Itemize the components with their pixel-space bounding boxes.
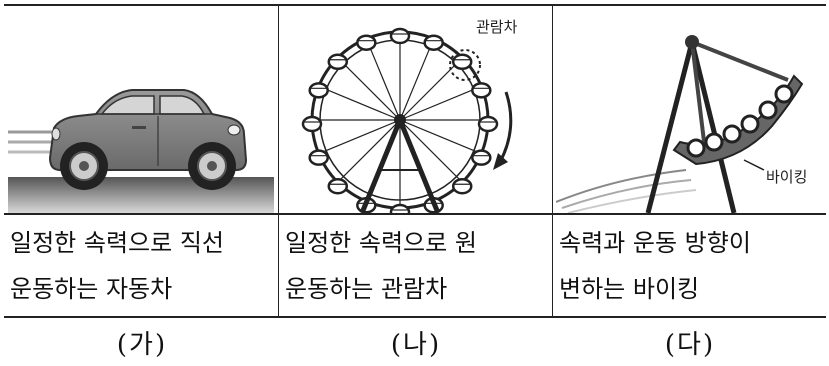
gondola xyxy=(389,203,411,213)
wheel-spoke xyxy=(399,57,463,121)
gondola xyxy=(389,27,411,45)
wheel-spoke xyxy=(318,85,401,121)
gondola xyxy=(308,82,329,99)
gondola xyxy=(327,177,349,195)
ferris-wheel-caption-line-2: 운동하는 관람차 xyxy=(285,275,448,303)
wheel-spoke xyxy=(399,85,482,121)
wheel-spoke xyxy=(337,57,401,121)
viking-ride-illustration: 바이킹 xyxy=(556,10,822,213)
car-caption-line-1: 일정한 속력으로 직선 xyxy=(10,229,224,257)
viking-ride-caption-line-1: 속력과 운동 방향이 xyxy=(559,229,751,257)
wheel-spoke xyxy=(337,119,401,183)
panel-label-da: (다) xyxy=(664,330,716,360)
gondola xyxy=(451,177,473,195)
panel-label-na: (나) xyxy=(390,330,442,360)
car-caption-line-2: 운동하는 자동차 xyxy=(10,275,173,303)
gondola xyxy=(423,34,444,51)
ferris-wheel-illustration: 관람차 xyxy=(282,10,548,213)
wheel-spoke xyxy=(399,119,482,155)
gondola xyxy=(327,53,349,71)
gondola xyxy=(471,82,492,99)
ferris-wheel-callout: 관람차 xyxy=(476,18,518,36)
gondola xyxy=(451,53,473,71)
gondola xyxy=(471,149,492,166)
car-illustration xyxy=(8,10,274,213)
wheel-spoke xyxy=(318,119,401,155)
comparison-table: 관람차 바이킹 xyxy=(4,4,826,318)
viking-ride-caption: 속력과 운동 방향이 변하는 바이킹 xyxy=(553,220,826,316)
viking-ride-caption-line-2: 변하는 바이킹 xyxy=(559,275,700,303)
wheel-spoke xyxy=(365,38,401,121)
gondola xyxy=(356,34,377,51)
wheel-spoke xyxy=(399,38,435,121)
viking-ride-callout: 바이킹 xyxy=(766,168,807,186)
ferris-wheel-caption: 일정한 속력으로 원 운동하는 관람차 xyxy=(279,220,552,316)
column-divider-2 xyxy=(552,4,553,318)
gondola xyxy=(308,149,329,166)
gondola xyxy=(477,115,499,133)
table-top-border xyxy=(4,4,826,6)
column-divider-1 xyxy=(278,4,279,318)
image-row-divider xyxy=(4,213,826,215)
wheel-spoke xyxy=(399,119,463,183)
gondola xyxy=(301,115,323,133)
car-caption: 일정한 속력으로 직선 운동하는 자동차 xyxy=(4,220,278,316)
table-bottom-border xyxy=(4,316,826,318)
panel-label-ga: (가) xyxy=(116,330,168,360)
ferris-wheel-caption-line-1: 일정한 속력으로 원 xyxy=(285,229,477,257)
